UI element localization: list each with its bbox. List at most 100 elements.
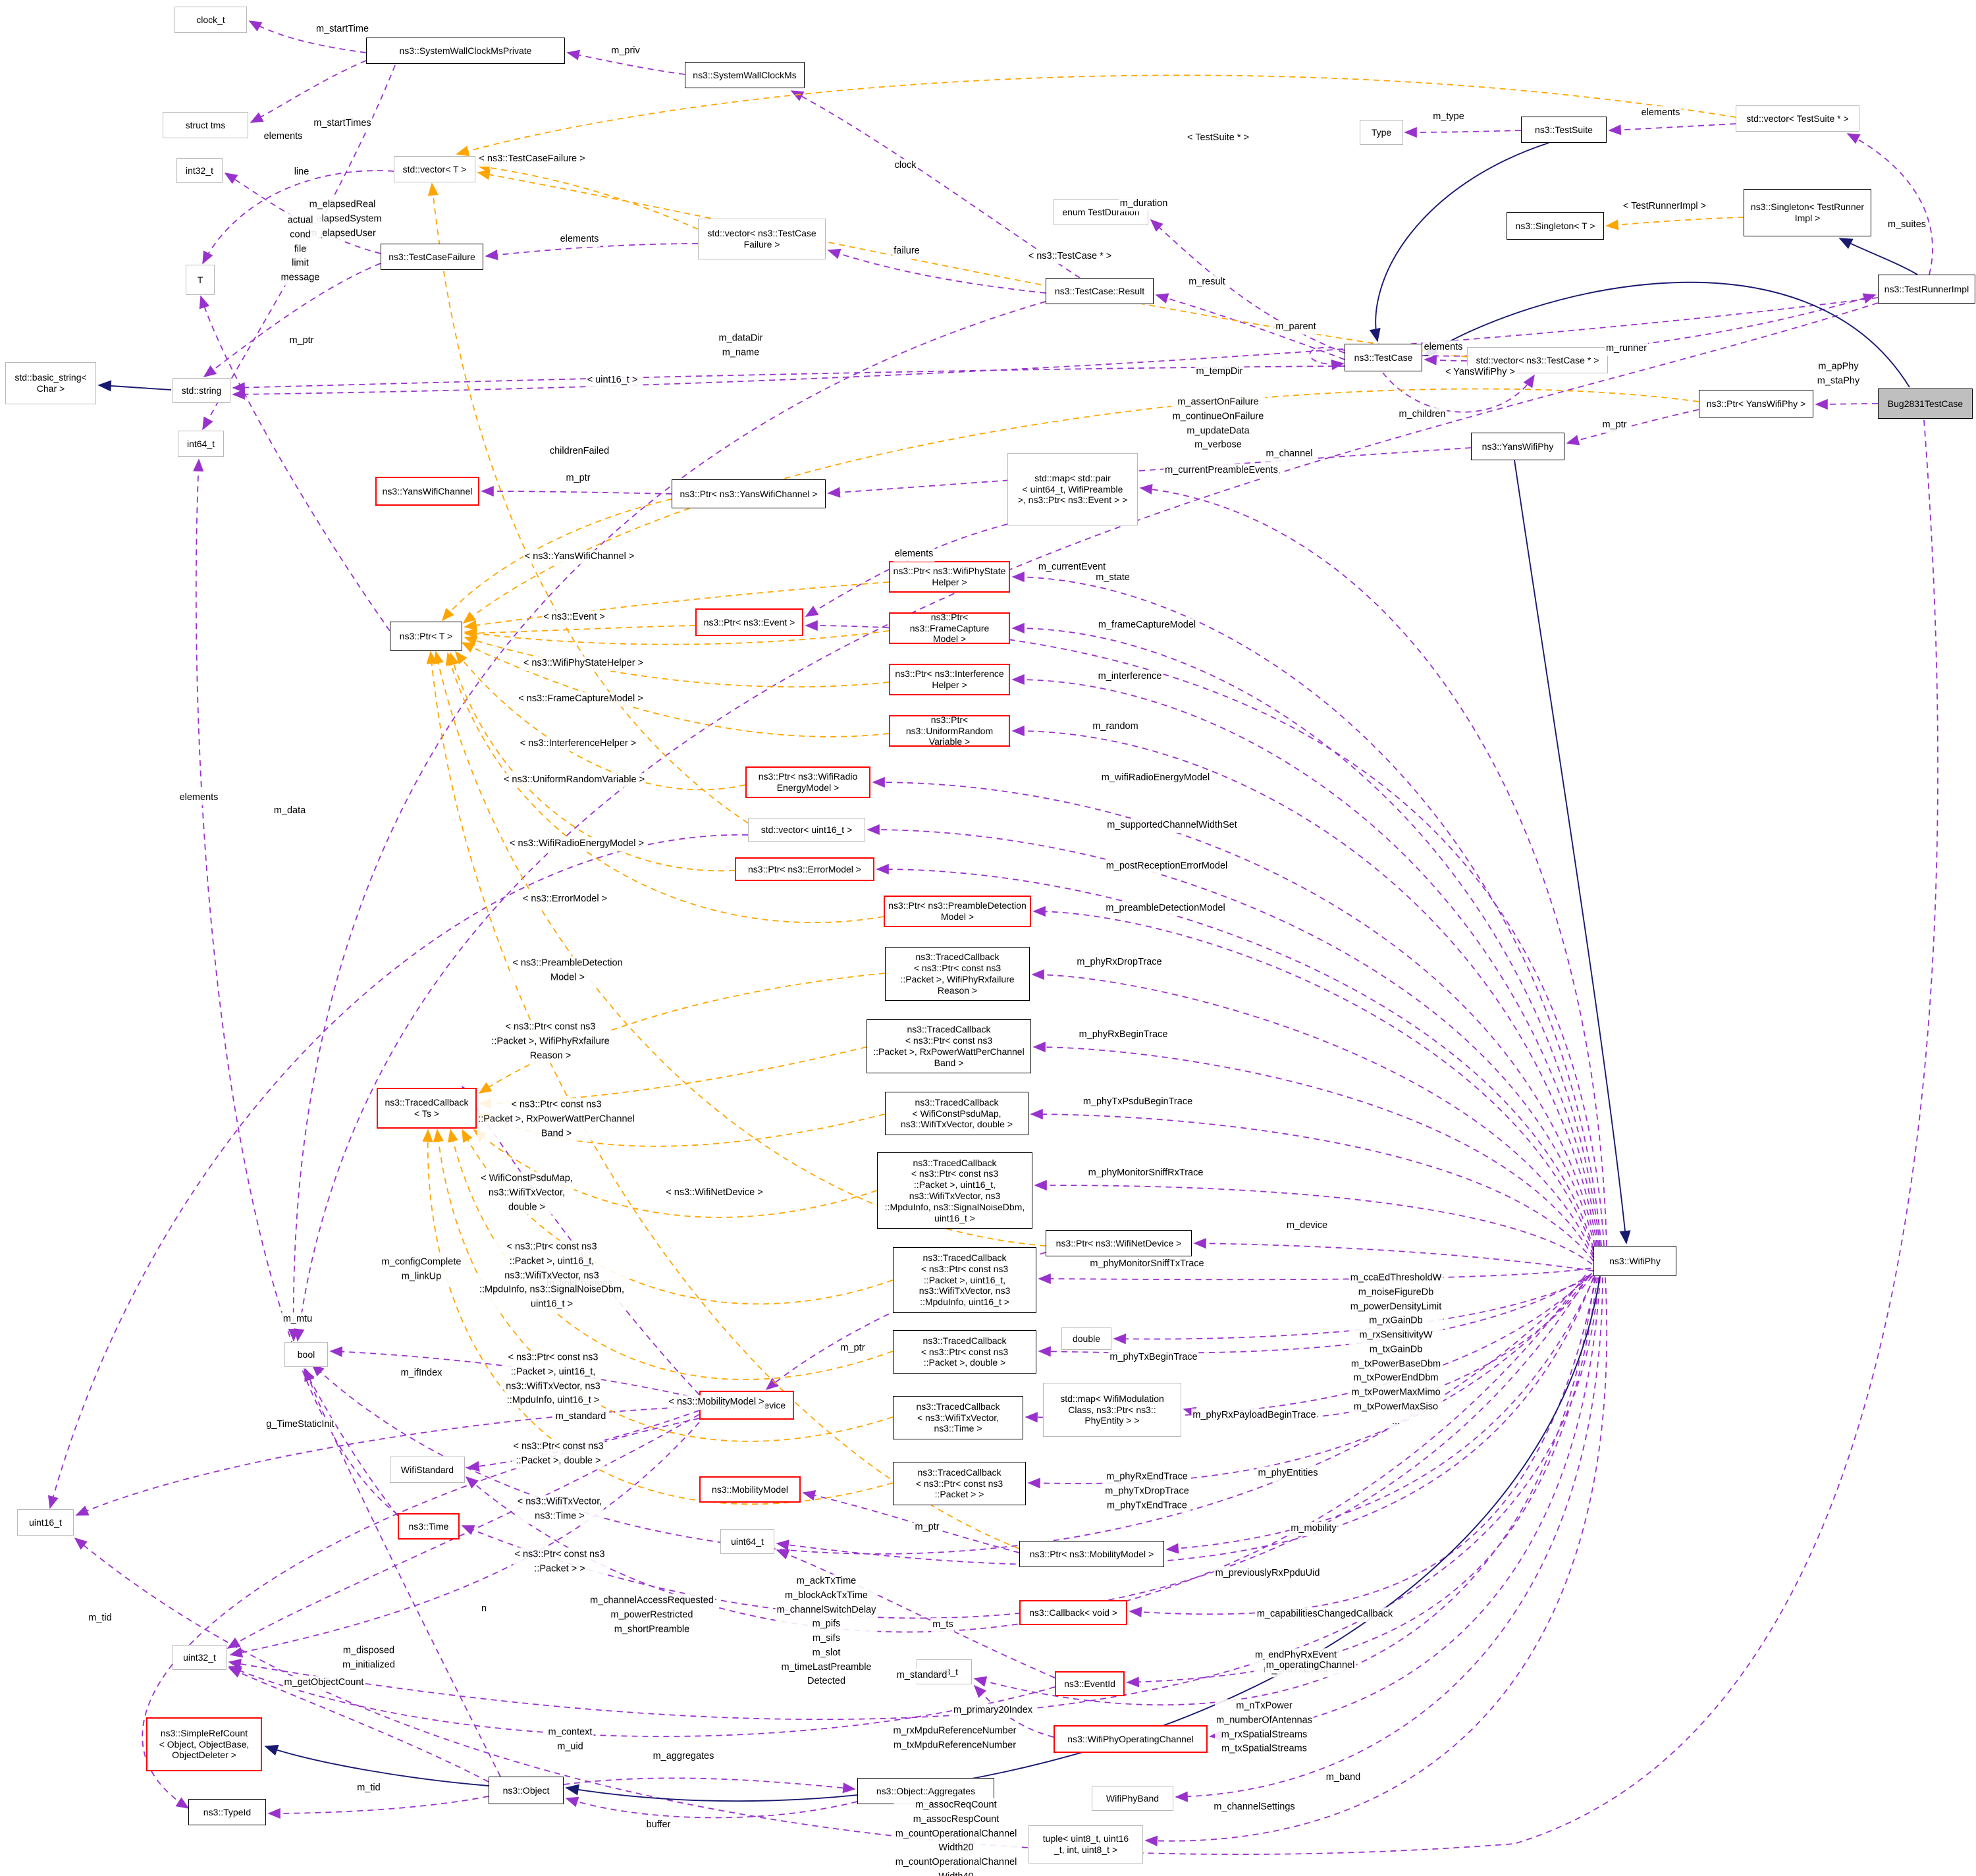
node-ptr_err[interactable]: ns3::Ptr< ns3::ErrorModel > bbox=[735, 857, 874, 881]
node-srf[interactable]: ns3::SimpleRefCount < Object, ObjectBase… bbox=[146, 1717, 262, 1771]
node-yanschannel[interactable]: ns3::YansWifiChannel bbox=[375, 477, 479, 506]
node-typeid[interactable]: ns3::TypeId bbox=[188, 1799, 266, 1825]
node-int64[interactable]: int64_t bbox=[178, 431, 224, 457]
node-uint64[interactable]: uint64_t bbox=[720, 1529, 774, 1554]
node-vec_t[interactable]: std::vector< T > bbox=[394, 156, 475, 182]
edge-label: m_duration bbox=[1118, 197, 1169, 211]
node-ptr_ih[interactable]: ns3::Ptr< ns3::Interference Helper > bbox=[889, 664, 1010, 695]
node-swcm[interactable]: ns3::SystemWallClockMs bbox=[685, 62, 805, 88]
node-T[interactable]: T bbox=[186, 265, 215, 295]
edge-label: actual cond file limit message bbox=[279, 213, 321, 286]
node-tc_g[interactable]: ns3::TracedCallback < ns3::WifiTxVector,… bbox=[893, 1396, 1023, 1439]
node-tc_a[interactable]: ns3::TracedCallback < ns3::Ptr< const ns… bbox=[885, 947, 1030, 1001]
node-band[interactable]: WifiPhyBand bbox=[1092, 1786, 1173, 1811]
node-ptr_mob[interactable]: ns3::Ptr< ns3::MobilityModel > bbox=[1019, 1541, 1164, 1567]
member-edge bbox=[267, 1796, 489, 1819]
edge-label: < ns3::WifiRadioEnergyModel > bbox=[508, 837, 645, 851]
edge-label: m_priv bbox=[610, 44, 641, 59]
node-struct_tms[interactable]: struct tms bbox=[163, 112, 248, 138]
node-ptr_yansphy[interactable]: ns3::Ptr< YansWifiPhy > bbox=[1699, 390, 1813, 417]
node-string[interactable]: std::string bbox=[173, 378, 230, 403]
template-edge bbox=[427, 182, 749, 824]
node-mobility[interactable]: ns3::MobilityModel bbox=[699, 1476, 801, 1503]
template-edge bbox=[1605, 217, 1744, 230]
node-tc_e[interactable]: ns3::TracedCallback < ns3::Ptr< const ns… bbox=[893, 1247, 1036, 1313]
node-double_box[interactable]: double bbox=[1061, 1327, 1111, 1350]
node-map_preamble[interactable]: std::map< std::pair < uint64_t, WifiPrea… bbox=[1007, 453, 1138, 525]
edge-label: m_preambleDetectionModel bbox=[1104, 901, 1227, 916]
edge-label: m_ptr bbox=[288, 334, 315, 348]
edge-label: m_capabilitiesChangedCallback bbox=[1255, 1607, 1395, 1622]
edge-label: m_context m_uid bbox=[547, 1725, 594, 1754]
node-wifistandard[interactable]: WifiStandard bbox=[390, 1457, 465, 1483]
node-ptr_pdm[interactable]: ns3::Ptr< ns3::PreambleDetection Model > bbox=[884, 896, 1031, 927]
edge-label: g_TimeStaticInit bbox=[265, 1418, 336, 1432]
node-wifiphy[interactable]: ns3::WifiPhy bbox=[1593, 1246, 1676, 1276]
template-edge bbox=[464, 628, 890, 645]
edge-label: m_phyMonitorSniffRxTrace bbox=[1086, 1166, 1205, 1181]
edge-label: < ns3::WifiNetDevice > bbox=[664, 1186, 764, 1200]
node-tc_f[interactable]: ns3::TracedCallback < ns3::Ptr< const ns… bbox=[893, 1330, 1036, 1374]
node-ptr_T[interactable]: ns3::Ptr< T > bbox=[390, 622, 462, 651]
node-uint16[interactable]: uint16_t bbox=[17, 1509, 74, 1536]
member-edge bbox=[304, 1368, 501, 1777]
edge-label: m_primary20Index bbox=[951, 1703, 1034, 1718]
node-tcf[interactable]: ns3::TestCaseFailure bbox=[381, 244, 483, 270]
node-ptr_event[interactable]: ns3::Ptr< ns3::Event > bbox=[695, 608, 803, 636]
node-time[interactable]: ns3::Time bbox=[398, 1513, 460, 1540]
edge-label: m_ptr bbox=[1601, 418, 1628, 433]
template-edge bbox=[464, 581, 890, 631]
edge-label: elements bbox=[1422, 340, 1464, 355]
node-bool[interactable]: bool bbox=[284, 1342, 328, 1367]
node-eventid[interactable]: ns3::EventId bbox=[1055, 1671, 1125, 1696]
node-ptr_fc[interactable]: ns3::Ptr< ns3::FrameCapture Model > bbox=[889, 612, 1010, 644]
node-ptr_state[interactable]: ns3::Ptr< ns3::WifiPhyState Helper > bbox=[889, 561, 1010, 593]
node-map_phyent[interactable]: std::map< WifiModulation Class, ns3::Ptr… bbox=[1043, 1383, 1181, 1437]
node-testcase[interactable]: ns3::TestCase bbox=[1345, 344, 1422, 371]
node-type[interactable]: Type bbox=[1360, 120, 1403, 145]
node-yansphy[interactable]: ns3::YansWifiPhy bbox=[1471, 433, 1564, 460]
node-swcmp[interactable]: ns3::SystemWallClockMsPrivate bbox=[366, 38, 565, 64]
node-testsuite[interactable]: ns3::TestSuite bbox=[1521, 117, 1607, 143]
inherit-edge bbox=[97, 380, 172, 392]
edge-label: m_band bbox=[1324, 1771, 1362, 1785]
node-basic_string[interactable]: std::basic_string< Char > bbox=[5, 362, 96, 404]
member-edge bbox=[248, 20, 367, 53]
node-wpoc[interactable]: ns3::WifiPhyOperatingChannel bbox=[1054, 1725, 1208, 1753]
member-edge bbox=[1175, 1277, 1603, 1802]
node-ptr_yanschannel[interactable]: ns3::Ptr< ns3::YansWifiChannel > bbox=[672, 479, 826, 508]
node-tc_c[interactable]: ns3::TracedCallback < WifiConstPsduMap, … bbox=[885, 1092, 1028, 1135]
edge-label: m_apPhy m_staPhy bbox=[1815, 360, 1861, 389]
node-callback[interactable]: ns3::Callback< void > bbox=[1019, 1600, 1127, 1625]
node-vec_u16[interactable]: std::vector< uint16_t > bbox=[748, 818, 865, 842]
node-tc_b[interactable]: ns3::TracedCallback < ns3::Ptr< const ns… bbox=[867, 1019, 1031, 1073]
node-vec_ts[interactable]: std::vector< TestSuite * > bbox=[1736, 105, 1859, 132]
node-ptr_urv[interactable]: ns3::Ptr< ns3::UniformRandom Variable > bbox=[889, 714, 1010, 747]
member-edge bbox=[1209, 1277, 1601, 1741]
node-tc_d[interactable]: ns3::TracedCallback < ns3::Ptr< const ns… bbox=[877, 1152, 1032, 1229]
edge-label: < ns3::InterferenceHelper > bbox=[518, 737, 638, 751]
node-ptr_wnd[interactable]: ns3::Ptr< ns3::WifiNetDevice > bbox=[1046, 1230, 1192, 1256]
edge-label: m_mtu bbox=[281, 1312, 314, 1327]
node-ptr_energy[interactable]: ns3::Ptr< ns3::WifiRadio EnergyModel > bbox=[745, 766, 870, 798]
edge-label: m_frameCaptureModel bbox=[1096, 618, 1198, 633]
member-edge bbox=[199, 295, 390, 631]
node-runner[interactable]: ns3::TestRunnerImpl bbox=[1878, 275, 1975, 304]
node-uint32[interactable]: uint32_t bbox=[173, 1645, 227, 1670]
member-edge bbox=[1309, 346, 1345, 371]
node-tc_h[interactable]: ns3::TracedCallback < ns3::Ptr< const ns… bbox=[893, 1462, 1026, 1505]
node-vec_tcf[interactable]: std::vector< ns3::TestCase Failure > bbox=[698, 219, 826, 259]
member-edge bbox=[1150, 219, 1345, 354]
node-object[interactable]: ns3::Object bbox=[489, 1777, 564, 1804]
node-result[interactable]: ns3::TestCase::Result bbox=[1046, 278, 1154, 304]
node-aggregates[interactable]: ns3::Object::Aggregates bbox=[857, 1778, 994, 1804]
node-tcb_ts[interactable]: ns3::TracedCallback < Ts > bbox=[377, 1088, 477, 1129]
node-singleton_t[interactable]: ns3::Singleton< T > bbox=[1507, 212, 1604, 240]
node-int32[interactable]: int32_t bbox=[176, 158, 223, 183]
node-singleton_tri[interactable]: ns3::Singleton< TestRunner Impl > bbox=[1744, 189, 1871, 236]
member-edge bbox=[872, 776, 1597, 1246]
node-tuple[interactable]: tuple< uint8_t, uint16 _t, int, uint8_t … bbox=[1028, 1825, 1143, 1863]
edge-label: m_children bbox=[1397, 408, 1447, 422]
node-clock_t[interactable]: clock_t bbox=[174, 7, 247, 33]
edge-label: m_ackTxTime m_blockAckTxTime m_channelSw… bbox=[775, 1574, 878, 1689]
